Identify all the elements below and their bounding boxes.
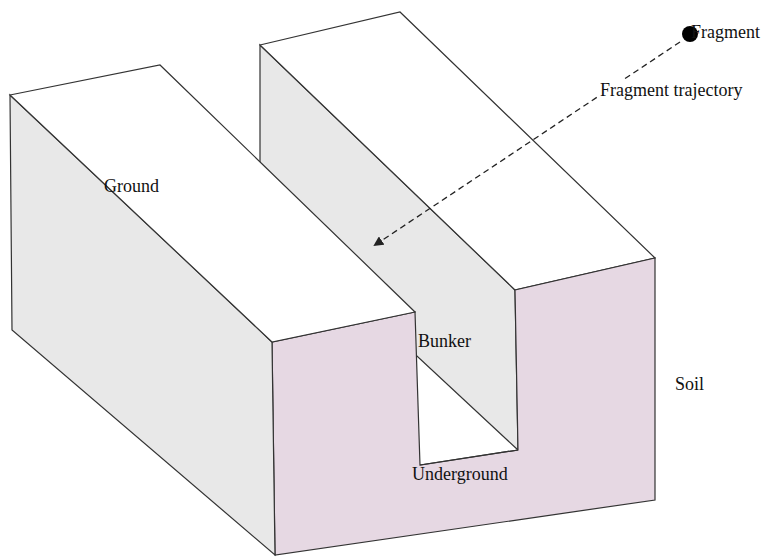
underground-label: Underground [412, 464, 508, 486]
fragment-label: Fragment [691, 22, 760, 44]
ground-label: Ground [104, 176, 159, 198]
left-block-top [10, 65, 415, 342]
trench-floor [420, 450, 518, 465]
fragment-trajectory [375, 42, 680, 245]
trajectory-label: Fragment trajectory [598, 80, 744, 102]
bunker-label: Bunker [418, 331, 471, 353]
soil-label: Soil [675, 374, 704, 396]
